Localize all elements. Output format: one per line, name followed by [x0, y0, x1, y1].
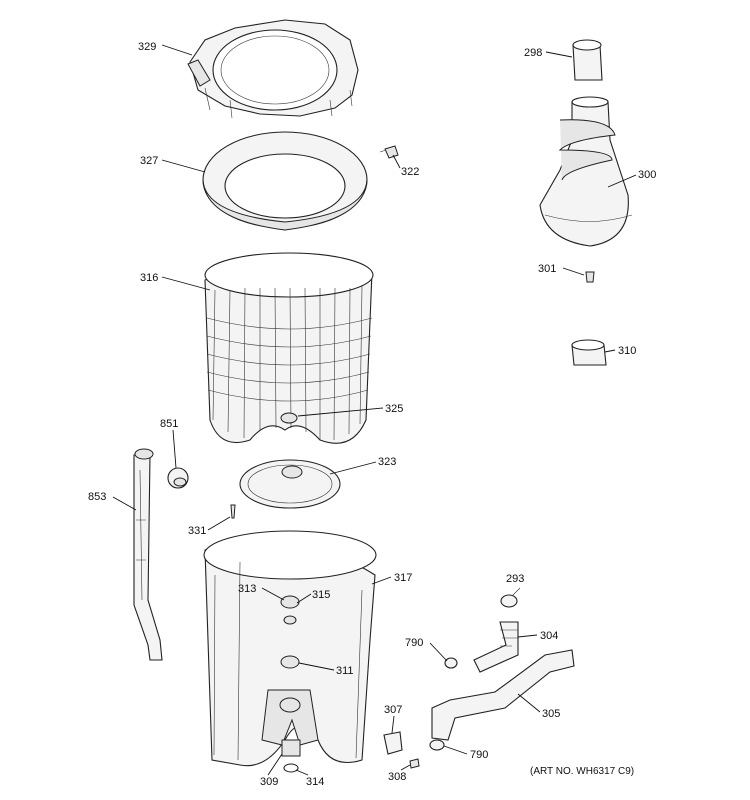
vacuum-breaker-part: [167, 467, 189, 489]
leader-lines: [112, 44, 637, 776]
label-301: 301: [538, 263, 556, 275]
label-309: 309: [260, 776, 278, 788]
label-305: 305: [542, 708, 560, 720]
label-316: 316: [140, 272, 158, 284]
screw-331-part: [230, 504, 236, 519]
label-323: 323: [378, 456, 396, 468]
outer-tub-part: [203, 530, 377, 773]
label-853: 853: [88, 491, 106, 503]
hose-clamp-790-lower-part: [429, 739, 445, 751]
label-327: 327: [140, 155, 158, 167]
label-315: 315: [312, 589, 330, 601]
label-314: 314: [306, 776, 324, 788]
label-329: 329: [138, 41, 156, 53]
balance-ring-part: [202, 131, 368, 231]
label-298: 298: [524, 47, 542, 59]
drain-hose-304-part: [473, 621, 519, 673]
drain-hose-305-part: [431, 649, 575, 741]
art-number: (ART NO. WH6317 C9): [530, 766, 634, 777]
bracket-307-part: [383, 731, 403, 755]
label-308: 308: [388, 771, 406, 783]
tub-cover-part: [187, 19, 359, 119]
screw-322-part: [379, 145, 399, 159]
label-311: 311: [336, 665, 354, 677]
fill-hose-part: [133, 448, 163, 661]
label-331: 331: [188, 525, 206, 537]
label-790-upper: 790: [405, 637, 423, 649]
label-300: 300: [638, 169, 656, 181]
label-325: 325: [385, 403, 403, 415]
drive-bell-part: [571, 339, 607, 366]
label-310: 310: [618, 345, 636, 357]
label-307: 307: [384, 704, 402, 716]
screw-308-part: [409, 758, 420, 769]
label-293: 293: [506, 573, 524, 585]
wash-basket-part: [204, 252, 374, 444]
screw-301-part: [585, 271, 595, 283]
hose-clamp-790-upper-part: [444, 657, 458, 669]
label-851: 851: [160, 418, 178, 430]
label-317: 317: [394, 572, 412, 584]
hub-seal-plate-part: [239, 459, 341, 509]
label-322: 322: [401, 166, 419, 178]
agitator-cap-part: [572, 39, 603, 81]
label-313: 313: [238, 583, 256, 595]
label-790-lower: 790: [470, 749, 488, 761]
label-304: 304: [540, 630, 558, 642]
agitator-part: [539, 96, 633, 247]
hose-clamp-293-part: [500, 587, 521, 608]
